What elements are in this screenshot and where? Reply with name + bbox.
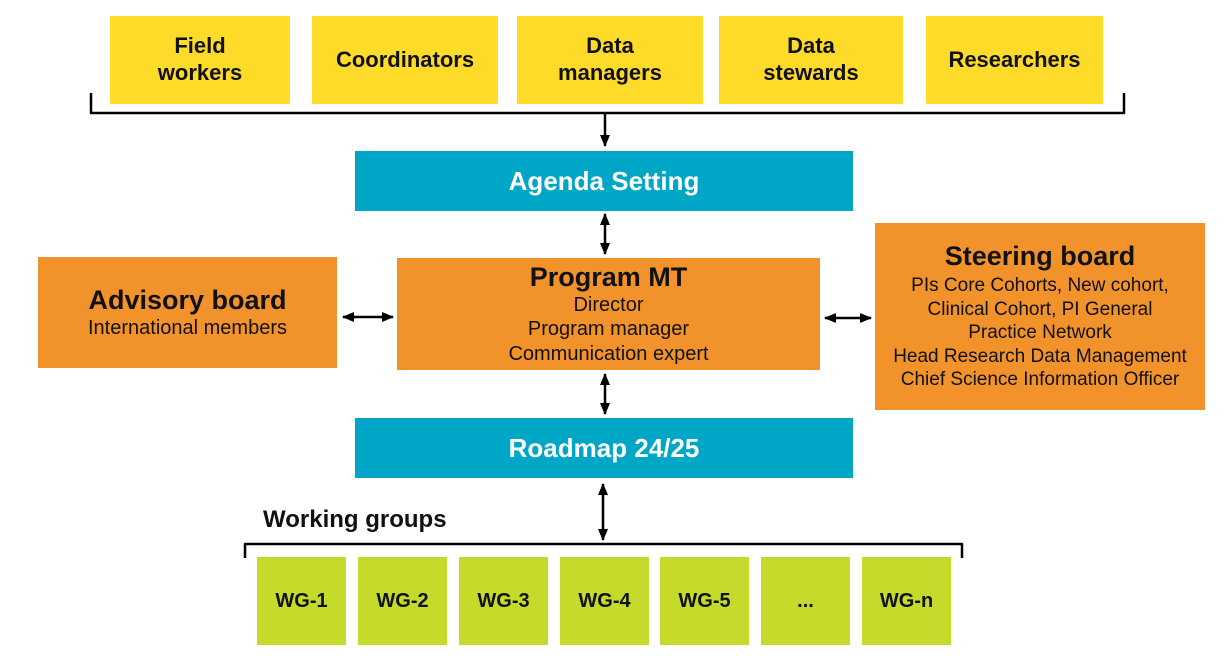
program-mt-member: Director — [573, 293, 644, 316]
steering-board-line: Chief Science Information Officer — [900, 369, 1180, 391]
steering-board-title: Steering board — [944, 241, 1136, 272]
stakeholder-box-researchers: Researchers — [926, 16, 1103, 104]
wg-box-ellipsis: ... — [761, 557, 850, 645]
stakeholder-box-field-workers: Field workers — [110, 16, 290, 104]
program-mt-box: Program MT Director Program manager Comm… — [397, 258, 820, 370]
advisory-board-subtitle: International members — [88, 316, 287, 339]
program-mt-member: Program manager — [527, 318, 690, 341]
stakeholder-box-coordinators: Coordinators — [312, 16, 498, 104]
stakeholder-box-data-stewards: Data stewards — [719, 16, 903, 104]
steering-board-line: PIs Core Cohorts, New cohort, — [911, 275, 1169, 297]
wg-box-n: WG-n — [862, 557, 951, 645]
advisory-board-box: Advisory board International members — [38, 257, 337, 368]
wg-box-4: WG-4 — [560, 557, 649, 645]
roadmap-box: Roadmap 24/25 — [355, 418, 853, 478]
wg-box-3: WG-3 — [459, 557, 548, 645]
steering-board-line: Clinical Cohort, PI General — [927, 298, 1153, 320]
working-groups-title: Working groups — [263, 506, 447, 533]
agenda-setting-box: Agenda Setting — [355, 151, 853, 211]
workinggroups-bracket — [243, 542, 964, 558]
steering-board-box: Steering board PIs Core Cohorts, New coh… — [875, 223, 1205, 410]
steering-board-line: Head Research Data Management — [893, 345, 1187, 367]
stakeholder-box-data-managers: Data managers — [517, 16, 703, 104]
advisory-board-title: Advisory board — [88, 284, 287, 315]
program-mt-member: Communication expert — [508, 342, 709, 365]
wg-box-2: WG-2 — [358, 557, 447, 645]
wg-box-1: WG-1 — [257, 557, 346, 645]
wg-box-5: WG-5 — [660, 557, 749, 645]
program-mt-title: Program MT — [529, 261, 688, 292]
steering-board-line: Practice Network — [968, 322, 1112, 344]
